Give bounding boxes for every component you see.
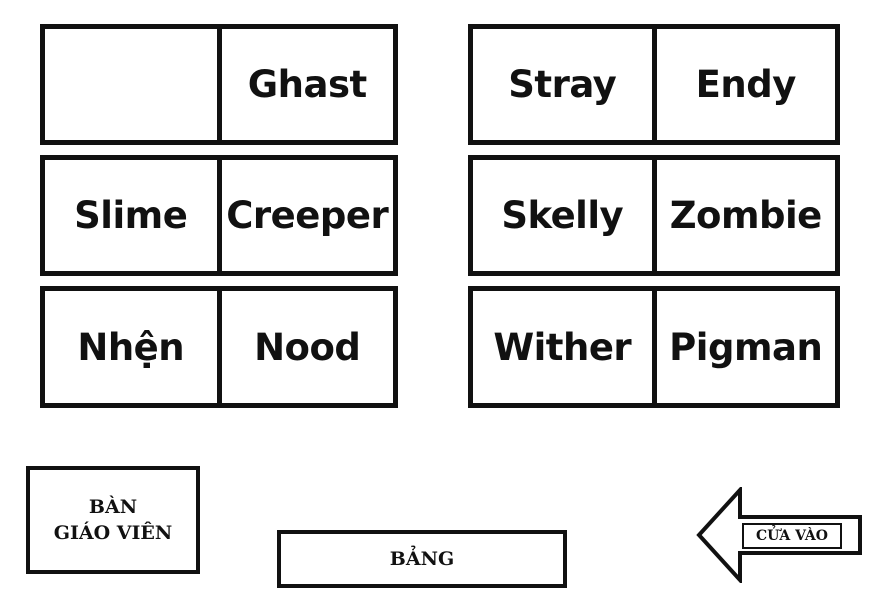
desk-2: Stray Endy bbox=[468, 24, 840, 145]
desk-4: Skelly Zombie bbox=[468, 155, 840, 276]
board: BẢNG bbox=[277, 530, 567, 588]
desk-4-left-seat: Skelly bbox=[501, 194, 624, 237]
desk-6-left-seat: Wither bbox=[493, 325, 632, 369]
desk-3: Slime Creeper bbox=[40, 155, 398, 276]
desk-2-right-seat: Endy bbox=[651, 29, 836, 140]
desk-3-left-seat: Slime bbox=[74, 194, 188, 237]
desk-6-right-seat: Pigman bbox=[651, 291, 836, 403]
desk-1: Ghast bbox=[40, 24, 398, 145]
desk-6: Wither Pigman bbox=[468, 286, 840, 408]
teacher-desk: BÀN GIÁO VIÊN bbox=[26, 466, 200, 574]
teacher-desk-line2: GIÁO VIÊN bbox=[53, 522, 173, 544]
board-label: BẢNG bbox=[389, 548, 455, 570]
desk-5-right-seat: Nood bbox=[216, 291, 394, 403]
desk-5: Nhện Nood bbox=[40, 286, 398, 408]
desk-4-right-seat: Zombie bbox=[651, 160, 836, 271]
teacher-desk-line1: BÀN bbox=[88, 496, 138, 518]
desk-5-left-seat: Nhện bbox=[77, 325, 185, 369]
desk-3-right-seat: Creeper bbox=[216, 160, 394, 271]
desk-2-left-seat: Stray bbox=[508, 63, 617, 106]
desk-1-right-seat: Ghast bbox=[216, 29, 394, 140]
desk-1-left-seat bbox=[45, 29, 217, 140]
entrance-label: CỬA VÀO bbox=[742, 523, 842, 549]
